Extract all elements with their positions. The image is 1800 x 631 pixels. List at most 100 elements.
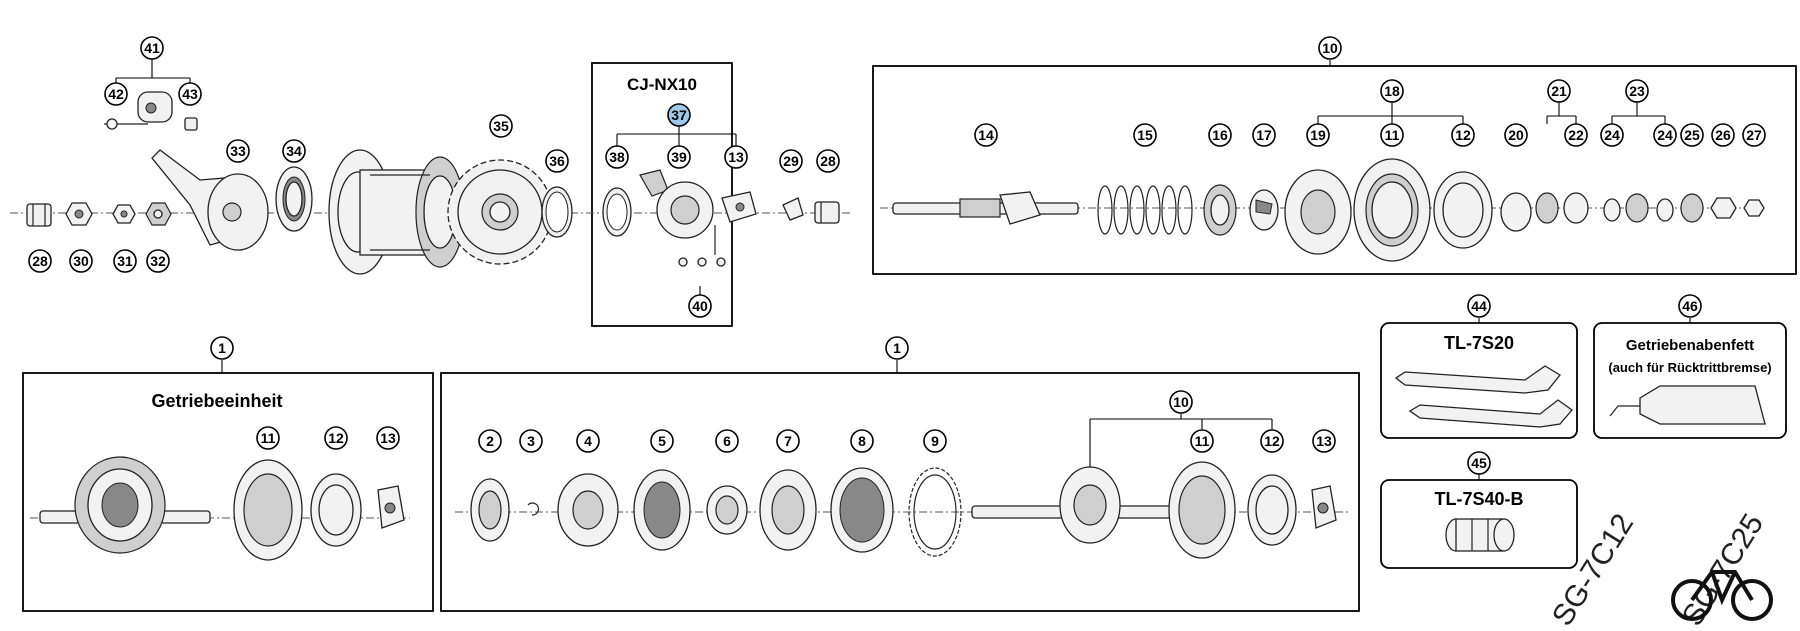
svg-text:7: 7 (784, 433, 792, 449)
callout-18: 18 (1380, 79, 1404, 103)
axle-nut-30 (65, 202, 93, 226)
cable-clamp-41 (104, 91, 198, 131)
callout-12-unit: 12 (324, 426, 348, 450)
callout-2: 2 (478, 429, 502, 453)
callout-36: 36 (545, 149, 569, 173)
tl-7s40b-label: TL-7S40-B (1434, 489, 1523, 509)
svg-text:3: 3 (527, 433, 535, 449)
callout-41: 41 (140, 36, 164, 60)
callout-42: 42 (104, 82, 128, 106)
getriebeeinheit-box (22, 372, 434, 612)
callout-44: 44 (1467, 294, 1491, 318)
cone-nut-28 (26, 203, 52, 227)
callout-12-exploded: 12 (1260, 429, 1284, 453)
svg-text:24: 24 (1604, 127, 1620, 143)
bicycle-icon (1671, 570, 1773, 621)
svg-text:36: 36 (549, 153, 565, 169)
svg-text:41: 41 (144, 40, 160, 56)
ring-gear-11c (1168, 461, 1236, 559)
cone-wrench-tl-7s20 (1394, 365, 1573, 428)
internal-unit-box (872, 65, 1797, 275)
cj-nx10-parts (602, 169, 757, 267)
svg-text:10: 10 (1322, 40, 1338, 56)
grease-label: Getriebenabenfett (1626, 337, 1754, 354)
callout-20: 20 (1504, 123, 1528, 147)
ring-gear-11b (233, 459, 303, 561)
nut-31 (112, 204, 136, 224)
callout-31: 31 (113, 249, 137, 273)
sprocket-35 (447, 159, 553, 265)
part-16 (1203, 184, 1237, 236)
svg-text:13: 13 (380, 430, 396, 446)
svg-text:30: 30 (73, 253, 89, 269)
callout-12-top: 12 (1451, 123, 1475, 147)
svg-text:10: 10 (1173, 394, 1189, 410)
svg-text:35: 35 (493, 118, 509, 134)
exploded-parts-2-9 (470, 467, 962, 557)
svg-text:38: 38 (609, 149, 625, 165)
part-19 (1284, 169, 1352, 255)
callout-27: 27 (1742, 123, 1766, 147)
callout-21: 21 (1547, 79, 1571, 103)
washer-13b (377, 485, 405, 529)
svg-text:11: 11 (1385, 127, 1400, 143)
callout-32: 32 (146, 249, 170, 273)
svg-text:20: 20 (1508, 127, 1524, 143)
callout-7: 7 (776, 429, 800, 453)
callout-23: 23 (1625, 79, 1649, 103)
callout-45: 45 (1467, 451, 1491, 475)
svg-text:22: 22 (1568, 127, 1584, 143)
callout-39: 39 (667, 145, 691, 169)
svg-text:1: 1 (218, 340, 226, 356)
callout-1-right: 1 (885, 336, 909, 360)
svg-text:40: 40 (692, 298, 708, 314)
cassette-joint-33 (151, 149, 269, 251)
svg-text:21: 21 (1551, 83, 1567, 99)
callout-40: 40 (688, 294, 712, 318)
callout-13-unit: 13 (376, 426, 400, 450)
callout-37: 37 (667, 103, 691, 127)
cap-12b (310, 473, 362, 547)
callout-46: 46 (1678, 294, 1702, 318)
callout-35: 35 (489, 114, 513, 138)
callout-33: 33 (226, 139, 250, 163)
svg-text:16: 16 (1212, 127, 1228, 143)
svg-text:25: 25 (1684, 127, 1700, 143)
leader-lines (115, 59, 1691, 480)
callout-26: 26 (1711, 123, 1735, 147)
getriebeeinheit-label: Getriebeeinheit (151, 391, 282, 411)
svg-text:11: 11 (261, 430, 276, 446)
svg-text:42: 42 (108, 86, 124, 102)
svg-text:8: 8 (858, 433, 866, 449)
svg-text:29: 29 (783, 153, 799, 169)
svg-text:12: 12 (1455, 127, 1471, 143)
spring-15 (1097, 185, 1193, 235)
axle-14 (892, 191, 1079, 225)
svg-text:14: 14 (978, 127, 994, 143)
svg-text:26: 26 (1715, 127, 1731, 143)
nut-32 (145, 202, 172, 226)
snap-ring-36 (541, 186, 573, 238)
bearing-34 (275, 166, 313, 232)
hub-shell (328, 149, 465, 275)
parts-20-27 (1500, 192, 1765, 232)
svg-text:34: 34 (286, 143, 302, 159)
svg-text:31: 31 (117, 253, 133, 269)
grease-note: (auch für Rücktrittbremse) (1608, 360, 1771, 375)
ring-gear-11a (1353, 158, 1431, 262)
callout-43: 43 (178, 82, 202, 106)
cone-nut-28b (814, 201, 840, 224)
callout-3: 3 (519, 429, 543, 453)
svg-text:37: 37 (671, 107, 687, 123)
callout-16: 16 (1208, 123, 1232, 147)
washer-13c (1311, 485, 1337, 529)
model-watermark-b: SG-7C25 (1676, 508, 1770, 631)
svg-text:15: 15 (1137, 127, 1153, 143)
callout-9: 9 (923, 429, 947, 453)
tl-7s20-label: TL-7S20 (1444, 333, 1514, 353)
callout-14: 14 (974, 123, 998, 147)
svg-text:19: 19 (1310, 127, 1326, 143)
svg-text:27: 27 (1746, 127, 1762, 143)
svg-text:44: 44 (1471, 298, 1487, 314)
tool-tl-7s40b (1445, 518, 1515, 552)
